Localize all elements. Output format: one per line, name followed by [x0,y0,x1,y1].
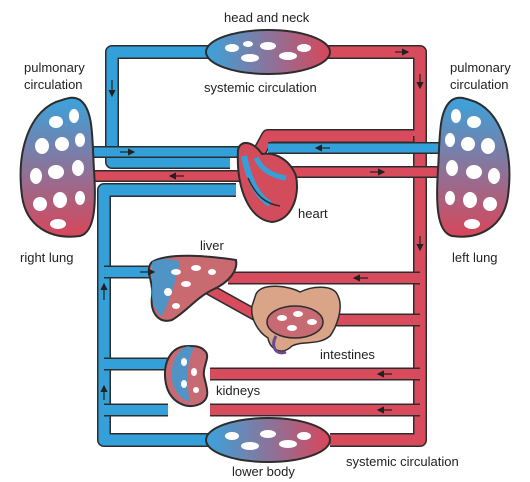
label-intestines: intestines [320,347,375,362]
right-lung-shape [21,98,95,237]
label-lower-body: lower body [232,464,295,479]
label-left-lung: left lung [452,250,498,265]
label-head-and-neck: head and neck [224,10,309,25]
label-circulation-right: circulation [450,77,509,92]
intestines-shape [252,286,340,353]
label-pulmonary-left: pulmonary [24,60,85,75]
kidney-shape [165,346,207,406]
label-heart: heart [298,206,328,221]
label-circulation-left: circulation [24,77,83,92]
label-liver: liver [200,238,224,253]
liver-shape [149,256,236,321]
label-right-lung: right lung [20,250,73,265]
label-pulmonary-right: pulmonary [450,60,511,75]
label-kidneys: kidneys [216,383,260,398]
label-systemic-circulation-top: systemic circulation [204,80,317,95]
lower-body-capillary-bed [206,418,330,462]
left-lung-shape [437,98,509,237]
heart-shape [238,143,297,222]
label-systemic-circulation-bottom: systemic circulation [346,454,459,469]
head-neck-capillary-bed [206,30,330,74]
systemic-arterial-supply [210,52,420,440]
